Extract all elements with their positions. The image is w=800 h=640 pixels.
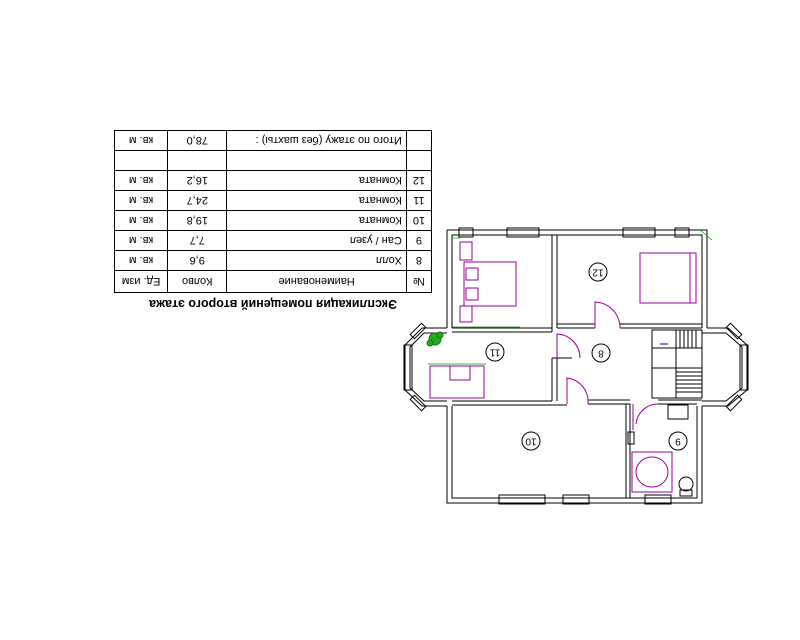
- guide-lines: [428, 229, 713, 365]
- room-markers: [485, 262, 688, 451]
- room-11-marker: [485, 342, 505, 362]
- room-11-label: 11: [489, 347, 500, 358]
- outer-walls: [404, 229, 748, 504]
- room-10-marker: [521, 431, 541, 451]
- door-swings: [556, 301, 659, 430]
- room-numbers: 12 8 11 10 9: [489, 267, 680, 447]
- room-8-label: 8: [598, 348, 604, 359]
- plant-icon: [426, 331, 444, 347]
- room-12-marker: [588, 262, 608, 282]
- bed: [639, 252, 697, 304]
- windows: [403, 227, 749, 505]
- room-9-marker: [668, 431, 688, 451]
- staircase: [651, 329, 703, 399]
- room-10-label: 10: [525, 436, 537, 447]
- interior-walls: [452, 235, 702, 498]
- bathtub: [631, 451, 673, 493]
- room-8-marker: [591, 343, 611, 363]
- double-bed: [463, 261, 517, 307]
- desk: [429, 365, 485, 399]
- room-12-label: 12: [592, 267, 604, 278]
- room-9-label: 9: [675, 436, 681, 447]
- furniture: [429, 241, 697, 497]
